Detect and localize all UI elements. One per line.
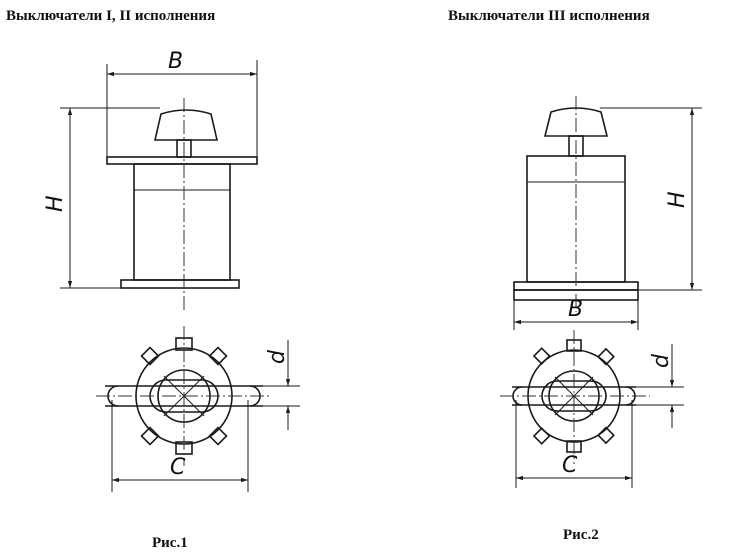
fig1-top-view: d C [96,326,300,492]
caption-fig1: Рис.1 [152,535,188,551]
fig1-knob [153,109,219,141]
fig1-label-h: H [43,195,68,212]
fig2-label-b: B [568,297,583,322]
fig1-label-d: d [265,349,290,364]
fig2-label-h: H [665,191,690,208]
heading-variant-1-2: Выключатели I, II исполнения [6,8,216,24]
fig1-label-b: B [168,49,183,74]
fig1-base [120,279,240,289]
fig2-knob [543,107,609,137]
fig1-side-view: B H [43,49,258,310]
fig1-top-plate [106,156,258,165]
fig2-label-d: d [649,353,674,368]
fig1-label-c: C [170,455,186,480]
fig2-side-view: H B [513,96,702,330]
fig2-top-view: d C [500,330,684,488]
fig2-label-c: C [562,453,578,478]
heading-variant-3: Выключатели III исполнения [448,8,650,24]
fig1-body [133,163,231,281]
caption-fig2: Рис.2 [563,527,599,543]
